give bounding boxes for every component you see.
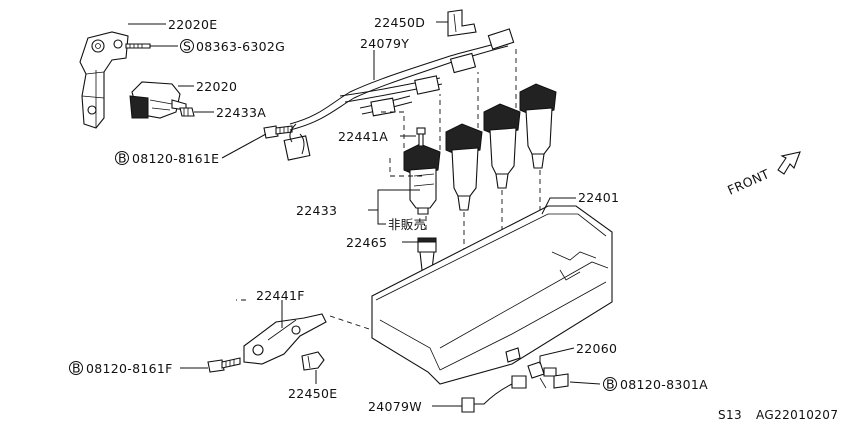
label-08120-8161E: 08120-8161E xyxy=(132,151,219,166)
figure-code: AG22010207 xyxy=(756,408,838,422)
ignition-coils xyxy=(403,83,557,215)
label-22450E: 22450E xyxy=(288,386,337,401)
label-not-sold: 非販売 xyxy=(388,217,426,232)
label-08120-8301A: 08120-8301A xyxy=(620,377,708,392)
label-22441F: 22441F xyxy=(256,288,305,303)
footer: S13 AG22010207 xyxy=(718,408,838,422)
rocker-cover xyxy=(371,205,613,385)
b-mark-2: B xyxy=(72,361,81,376)
s-mark: S xyxy=(183,39,191,54)
bolt-22441A xyxy=(416,127,426,147)
bracket-assembly xyxy=(79,31,293,139)
label-22401: 22401 xyxy=(578,190,619,205)
label-22441A: 22441A xyxy=(338,129,388,144)
part-labels: 22020E S 08363-6302G 22020 22433A B 0812… xyxy=(69,15,772,414)
sensor-22060 xyxy=(461,347,569,413)
bracket-22450D xyxy=(447,9,477,37)
label-22465: 22465 xyxy=(346,235,387,250)
label-22433A: 22433A xyxy=(216,105,266,120)
b-mark-3: B xyxy=(606,377,615,392)
label-24079W: 24079W xyxy=(368,399,422,414)
label-22060: 22060 xyxy=(576,341,617,356)
label-08120-8161F: 08120-8161F xyxy=(86,361,173,376)
section-code: S13 xyxy=(718,408,742,422)
b-mark-circle-3 xyxy=(603,377,617,391)
label-08363-6302G: 08363-6302G xyxy=(196,39,285,54)
b-mark-circle-1 xyxy=(115,151,129,165)
harness-24079Y xyxy=(283,28,515,161)
front-arrow-icon xyxy=(777,151,801,175)
b-mark-circle-2 xyxy=(69,361,83,375)
label-22020E: 22020E xyxy=(168,17,217,32)
label-22020: 22020 xyxy=(196,79,237,94)
label-24079Y: 24079Y xyxy=(360,36,409,51)
front-label: FRONT xyxy=(725,166,772,198)
bracket-22441F xyxy=(207,313,327,373)
b-mark-1: B xyxy=(118,151,127,166)
label-22433: 22433 xyxy=(296,203,337,218)
leader-lines xyxy=(128,21,601,407)
s-mark-circle xyxy=(180,39,194,53)
label-22450D: 22450D xyxy=(374,15,425,30)
